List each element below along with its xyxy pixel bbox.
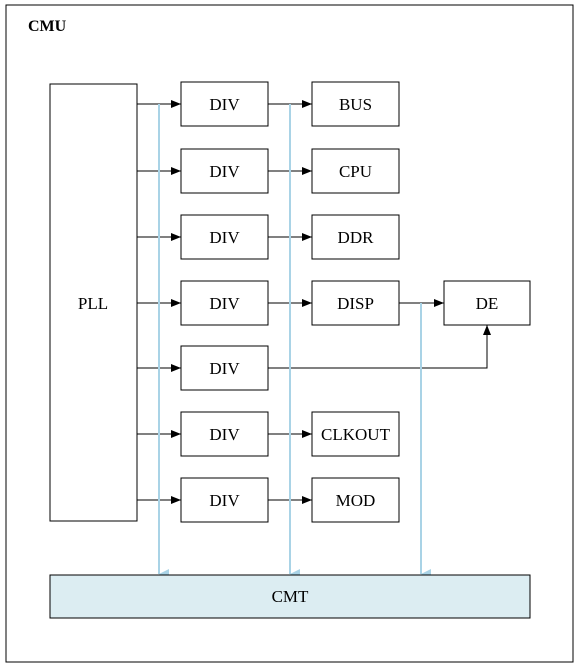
cmt-block [49,574,531,619]
output-block-mod [311,477,400,523]
output-label-bus: BUS [339,95,372,114]
div-label: DIV [209,95,240,114]
div-block [180,411,269,457]
output-block-ddr [311,214,400,260]
div-to-de-arrow [268,325,491,369]
output-label-cpu: CPU [339,162,372,181]
output-label-ddr: DDR [338,228,375,247]
div-rows: DIV BUS DIV CPU DIV DDR DIV DISP DIV DIV CLKOUT DIV… [137,81,400,523]
output-label-clkout: CLKOUT [321,425,391,444]
output-block-clkout [311,411,400,457]
div-label: DIV [209,491,240,510]
div-label: DIV [209,294,240,313]
pll-block [49,83,138,522]
div-block [180,477,269,523]
div-block [180,280,269,326]
output-label-mod: MOD [336,491,376,510]
div-block [180,148,269,194]
div-block [180,345,269,391]
cmu-frame [5,4,574,663]
pll-label: PLL [78,294,108,313]
cmu-title: CMU [28,18,67,35]
output-block-bus [311,81,400,127]
de-label: DE [476,294,499,313]
output-block-cpu [311,148,400,194]
output-label-disp: DISP [337,294,374,313]
de-block [443,280,531,326]
div-label: DIV [209,228,240,247]
div-label: DIV [209,162,240,181]
div-block [180,214,269,260]
div-label: DIV [209,425,240,444]
cmt-label: CMT [272,587,309,606]
div-label: DIV [209,359,240,378]
